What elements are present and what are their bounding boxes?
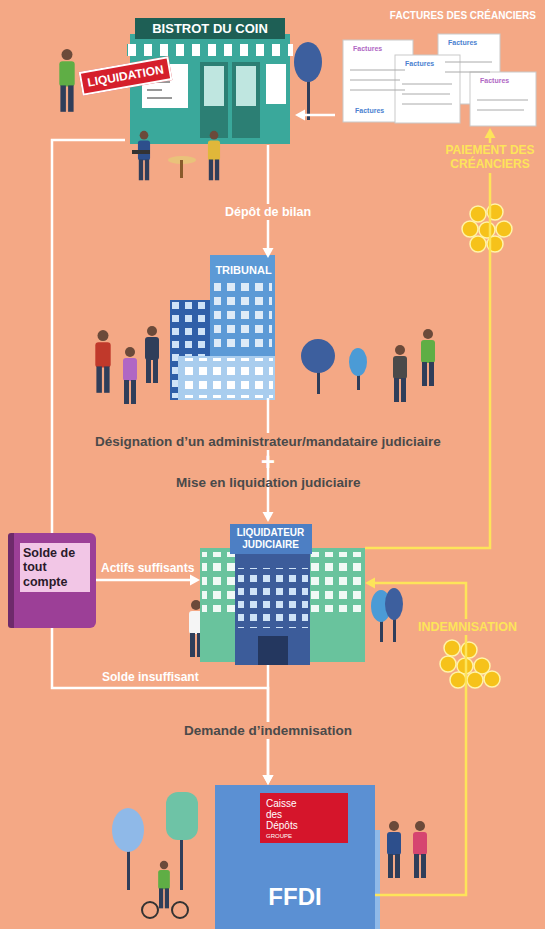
flow-connector — [365, 137, 490, 548]
node-text: FACTURES DES CRÉANCIERS — [335, 10, 540, 21]
invoice-title: Factures — [353, 45, 382, 52]
document-book: Solde de tout compte — [8, 533, 96, 628]
invoice-title: Factures — [448, 39, 477, 46]
coins — [440, 204, 512, 688]
edge-label: Désignation d’un administrateur/mandatai… — [92, 433, 444, 450]
arrowhead — [485, 128, 496, 138]
arrowhead — [263, 512, 274, 522]
node-text: BISTROT DU COIN — [135, 18, 285, 39]
tree — [294, 42, 322, 120]
edge-label: INDEMNISATION — [415, 619, 520, 635]
brand-logo: Caisse des DépôtsGROUPE — [260, 793, 348, 843]
arrowhead — [190, 575, 200, 586]
flow-connector — [52, 140, 125, 533]
edge-label: PAIEMENT DES CRÉANCIERS — [441, 143, 539, 173]
flow-connector — [52, 628, 268, 776]
court-building — [170, 255, 275, 400]
arrowhead — [263, 775, 274, 785]
step-note: Mise en liquidation judiciaire — [176, 475, 361, 490]
arrowhead — [263, 775, 274, 785]
node-text: GROUPE — [266, 833, 342, 839]
edge-label: Dépôt de bilan — [222, 204, 314, 220]
node-text: Solde de tout compte — [20, 543, 90, 592]
invoice-title: Factures — [405, 60, 434, 67]
shop-building — [127, 34, 293, 144]
edge-label: Solde insuffisant — [99, 669, 202, 685]
people — [95, 326, 435, 908]
woman-figure — [59, 49, 74, 112]
flow-connector — [304, 114, 335, 117]
node-text: LIQUIDATEUR JUDICIAIRE — [230, 524, 312, 554]
flow-connector — [96, 579, 191, 582]
invoice-title: Factures — [480, 77, 509, 84]
node-text: FFDI — [215, 883, 375, 911]
liquidator-building: LIQUIDATEUR JUDICIAIRE — [200, 522, 365, 665]
arrowhead — [263, 248, 274, 258]
invoice-title: Factures — [355, 107, 384, 114]
edge-label: Demande d’indemnisation — [181, 722, 355, 739]
plus-sign: + — [261, 448, 275, 476]
edge-label: Actifs suffisants — [98, 560, 197, 576]
court-building: TRIBUNAL — [205, 258, 280, 398]
node-text: Caisse des Dépôts — [266, 798, 314, 831]
arrowhead — [365, 578, 375, 589]
invoices — [343, 34, 536, 126]
terrace — [132, 131, 220, 180]
ffdi-building: FFDI Caisse des DépôtsGROUPE — [215, 785, 375, 929]
flow-connector — [267, 145, 270, 249]
node-text: TRIBUNAL — [205, 264, 280, 276]
arrowhead — [295, 110, 305, 121]
